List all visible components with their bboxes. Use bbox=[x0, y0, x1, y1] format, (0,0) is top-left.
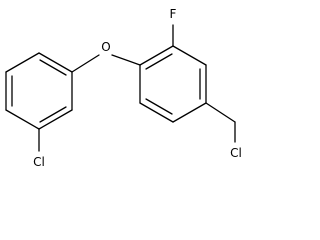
bond bbox=[5, 109, 40, 130]
double-bond-line bbox=[39, 106, 67, 123]
bond bbox=[139, 45, 174, 66]
ether-bond-left bbox=[71, 54, 100, 73]
structure-diagram: F O Cl Cl bbox=[5, 7, 242, 169]
bond bbox=[38, 109, 73, 130]
double-bond-line bbox=[145, 98, 173, 115]
right-benzene-ring bbox=[139, 45, 207, 123]
bond bbox=[5, 52, 40, 73]
methylene-bond bbox=[205, 102, 236, 123]
bond bbox=[172, 102, 207, 123]
chloromethyl-chlorine-label: Cl bbox=[230, 146, 242, 160]
fluorine-label: F bbox=[170, 7, 177, 21]
ether-bond-right bbox=[111, 54, 141, 66]
bond bbox=[172, 45, 207, 66]
ring-chlorine-label: Cl bbox=[33, 155, 45, 169]
bond bbox=[38, 52, 73, 73]
bond bbox=[139, 102, 174, 123]
double-bond-line bbox=[145, 53, 173, 70]
oxygen-label: O bbox=[101, 40, 110, 54]
left-benzene-ring bbox=[5, 52, 73, 130]
double-bond-line bbox=[39, 59, 67, 76]
